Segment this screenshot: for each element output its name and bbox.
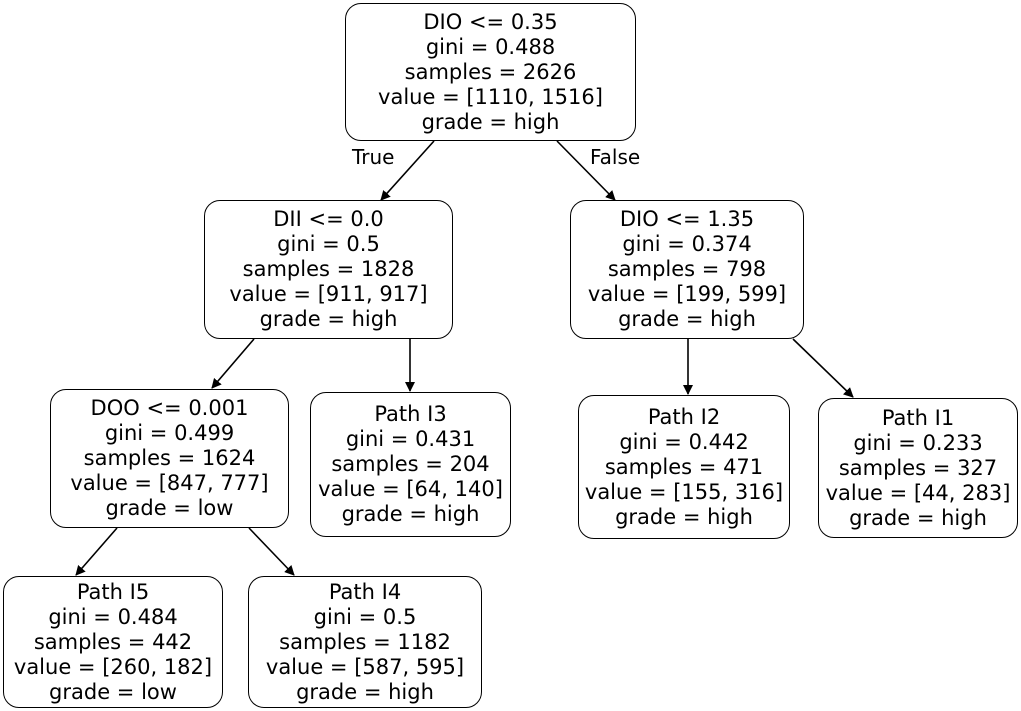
- node-title: DOO <= 0.001: [90, 396, 249, 420]
- node-gini: gini = 0.499: [104, 421, 235, 445]
- node-title: DIO <= 0.35: [423, 9, 558, 34]
- node-root: DIO <= 0.35 gini = 0.488 samples = 2626 …: [345, 3, 636, 141]
- node-value: value = [64, 140]: [318, 477, 503, 501]
- node-value: value = [587, 595]: [265, 654, 465, 679]
- node-gini: gini = 0.5: [313, 604, 417, 629]
- node-gini: gini = 0.233: [853, 430, 983, 455]
- node-value: value = [199, 599]: [587, 282, 787, 306]
- node-grade: grade = high: [421, 109, 560, 134]
- node-title: Path I4: [328, 579, 402, 604]
- node-samples: samples = 2626: [404, 59, 577, 84]
- node-value: value = [44, 283]: [825, 480, 1011, 505]
- true-edge-label: True: [352, 145, 395, 169]
- node-gini: gini = 0.374: [622, 232, 752, 256]
- node-value: value = [911, 917]: [229, 282, 428, 306]
- node-grade: grade = high: [618, 307, 756, 331]
- node-samples: samples = 1828: [242, 257, 415, 281]
- node-gini: gini = 0.488: [425, 34, 556, 59]
- node-title: Path I1: [881, 405, 955, 430]
- node-gini: gini = 0.442: [619, 429, 749, 454]
- edge-root-to-dii: [380, 140, 435, 201]
- node-samples: samples = 442: [33, 629, 193, 654]
- node-title: Path I2: [647, 404, 721, 429]
- node-title: DII <= 0.0: [273, 207, 384, 231]
- node-path-i2: Path I2 gini = 0.442 samples = 471 value…: [578, 395, 790, 539]
- node-path-i3: Path I3 gini = 0.431 samples = 204 value…: [310, 392, 511, 537]
- node-grade: grade = low: [105, 496, 234, 520]
- node-dii: DII <= 0.0 gini = 0.5 samples = 1828 val…: [204, 200, 453, 339]
- edge-root-to-dio2: [556, 140, 616, 201]
- node-grade: grade = high: [259, 307, 398, 331]
- node-gini: gini = 0.5: [277, 232, 380, 256]
- node-grade: grade = high: [615, 504, 753, 529]
- node-value: value = [260, 182]: [13, 654, 213, 679]
- node-title: Path I5: [76, 579, 150, 604]
- node-gini: gini = 0.431: [345, 427, 476, 451]
- node-samples: samples = 204: [331, 452, 490, 476]
- edge-doo-to-path-i4: [248, 527, 295, 576]
- node-grade: grade = high: [296, 679, 434, 704]
- edge-dii-to-doo: [211, 338, 255, 389]
- node-samples: samples = 798: [607, 257, 767, 281]
- node-title: DIO <= 1.35: [619, 207, 755, 231]
- node-grade: grade = high: [849, 505, 987, 530]
- node-grade: grade = low: [49, 679, 177, 704]
- node-grade: grade = high: [341, 502, 480, 526]
- node-path-i5: Path I5 gini = 0.484 samples = 442 value…: [3, 576, 223, 708]
- edge-dio2-to-path-i1: [792, 338, 854, 398]
- node-samples: samples = 327: [838, 455, 998, 480]
- node-title: Path I3: [374, 402, 447, 426]
- node-value: value = [847, 777]: [70, 471, 269, 495]
- node-gini: gini = 0.484: [48, 604, 178, 629]
- node-value: value = [1110, 1516]: [378, 84, 603, 109]
- node-dio-right: DIO <= 1.35 gini = 0.374 samples = 798 v…: [570, 200, 804, 339]
- node-doo: DOO <= 0.001 gini = 0.499 samples = 1624…: [50, 389, 289, 528]
- node-samples: samples = 1624: [83, 446, 256, 470]
- node-path-i4: Path I4 gini = 0.5 samples = 1182 value …: [248, 576, 482, 708]
- node-path-i1: Path I1 gini = 0.233 samples = 327 value…: [818, 398, 1018, 538]
- node-value: value = [155, 316]: [584, 479, 784, 504]
- false-edge-label: False: [590, 145, 641, 169]
- node-samples: samples = 1182: [279, 629, 451, 654]
- node-samples: samples = 471: [604, 454, 764, 479]
- edge-doo-to-path-i5: [75, 527, 118, 576]
